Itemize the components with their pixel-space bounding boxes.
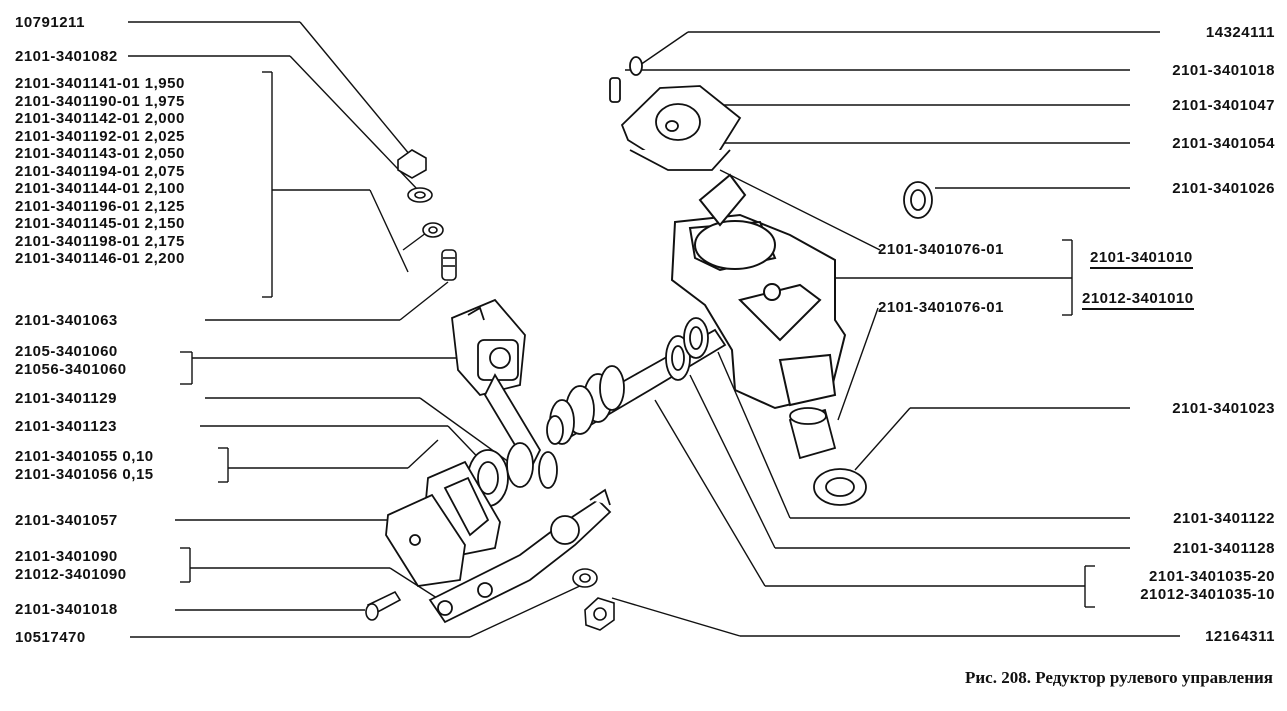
shim-label: 2101-3401194-01 2,075 <box>15 162 185 180</box>
leader-line <box>299 21 411 156</box>
figure-caption: Рис. 208. Редуктор рулевого управления <box>964 668 1273 687</box>
shim-label: 2101-3401142-01 2,000 <box>15 110 185 127</box>
label-top-cover: 2101-3401047 <box>1172 97 1275 114</box>
label-bushing-right: 2101-3401023 <box>1172 400 1275 417</box>
shim-label: 2101-3401141-01 1,950 <box>15 75 185 92</box>
label-washer: 2101-3401082 <box>15 48 118 65</box>
leader-line <box>469 584 583 638</box>
leader-line <box>369 189 409 273</box>
label-bearing-128: 2101-3401128 <box>1173 540 1275 557</box>
cover-part <box>385 493 466 587</box>
shim-label: 2101-3401190-01 1,975 <box>15 92 185 110</box>
shaft-label: 2105-3401060 <box>15 343 118 360</box>
shim-label-group: 2101-3401141-01 1,950 2101-3401190-01 1,… <box>15 75 185 268</box>
label-top-nut: 14324111 <box>1205 24 1275 41</box>
leader-line <box>717 351 791 519</box>
label-nut: 10791211 <box>15 14 85 31</box>
label-housing-1: 2101-3401076-01 <box>878 241 1004 258</box>
worm-label-group: 2101-3401035-20 21012-3401035-10 <box>1140 568 1275 603</box>
label-adjust-screw: 2101-3401063 <box>15 312 118 329</box>
worm-label: 21012-3401035-10 <box>1140 585 1275 603</box>
adjust-screw-part <box>441 249 457 281</box>
gasket-label: 2101-3401055 0,10 <box>15 448 154 465</box>
label-assembly-2: 21012-3401010 <box>1082 290 1194 310</box>
shim-label: 2101-3401146-01 2,200 <box>15 250 185 267</box>
shim-label: 2101-3401145-01 2,150 <box>15 215 185 232</box>
leader-line <box>419 397 521 471</box>
label-bearing-122: 2101-3401122 <box>1173 510 1275 527</box>
label-seal: 2101-3401123 <box>15 418 117 435</box>
shim-label: 2101-3401144-01 2,100 <box>15 180 185 197</box>
leader-line <box>837 307 879 421</box>
leader-line <box>854 407 911 471</box>
shaft-label-group: 2105-3401060 21056-3401060 <box>15 343 127 378</box>
leader-line <box>407 439 439 469</box>
leader-line <box>654 399 766 587</box>
label-top-gasket: 2101-3401054 <box>1172 135 1275 152</box>
label-top-bolt: 2101-3401018 <box>1172 62 1275 79</box>
label-assembly-1: 2101-3401010 <box>1090 249 1193 269</box>
bushing-gear-part <box>506 442 534 488</box>
arm-label-group: 2101-3401090 21012-3401090 <box>15 548 127 583</box>
shim-label: 2101-3401196-01 2,125 <box>15 197 185 215</box>
gasket-label: 2101-3401056 0,15 <box>15 465 154 483</box>
worm-label: 2101-3401035-20 <box>1149 568 1275 585</box>
leader-line <box>611 597 741 637</box>
arm-label: 21012-3401090 <box>15 565 127 583</box>
leader-line <box>689 374 776 549</box>
arm-label: 2101-3401090 <box>15 548 118 565</box>
label-lock-washer: 10517470 <box>15 629 86 646</box>
label-oil-seal: 2101-3401026 <box>1172 180 1275 197</box>
label-end-nut: 12164311 <box>1205 628 1275 645</box>
nut-part <box>397 149 427 179</box>
assembly-2-text: 21012-3401010 <box>1082 290 1194 310</box>
label-bushing: 2101-3401129 <box>15 390 117 407</box>
top-nut-part <box>629 56 643 76</box>
shim-label: 2101-3401143-01 2,050 <box>15 145 185 162</box>
leader-line <box>389 567 441 601</box>
label-housing-2: 2101-3401076-01 <box>878 299 1004 316</box>
leader-line <box>639 31 689 66</box>
leader-line <box>399 281 449 321</box>
shaft-label: 21056-3401060 <box>15 360 127 378</box>
label-bolt: 2101-3401018 <box>15 601 118 618</box>
shim-label: 2101-3401192-01 2,025 <box>15 127 185 145</box>
steering-arm-part <box>428 488 612 624</box>
leader-line <box>289 55 419 191</box>
leader-line <box>719 169 881 251</box>
top-gasket-part <box>629 149 731 171</box>
top-bolt-part <box>609 77 621 103</box>
assembly-1-text: 2101-3401010 <box>1090 249 1193 269</box>
gearbox-housing-part <box>670 173 847 410</box>
shim-label: 2101-3401198-01 2,175 <box>15 232 185 250</box>
gasket-label-group: 2101-3401055 0,10 2101-3401056 0,15 <box>15 448 154 483</box>
label-cover: 2101-3401057 <box>15 512 118 529</box>
